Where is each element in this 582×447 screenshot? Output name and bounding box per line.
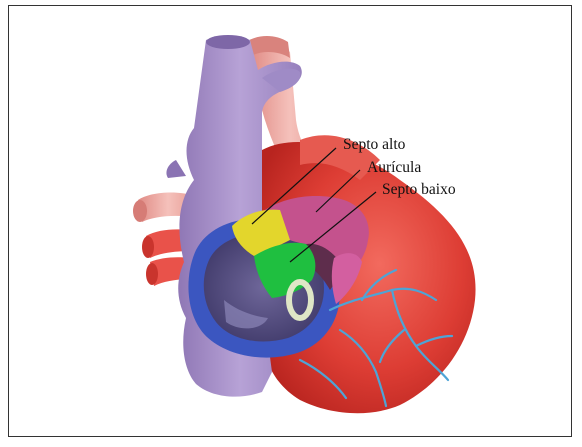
label-septo-alto: Septo alto: [343, 137, 405, 153]
label-septo-baixo: Septo baixo: [382, 182, 456, 198]
vena-cava-left-bulge: [166, 160, 186, 178]
vena-cava-opening: [206, 35, 250, 49]
label-auricula: Aurícula: [367, 160, 421, 176]
